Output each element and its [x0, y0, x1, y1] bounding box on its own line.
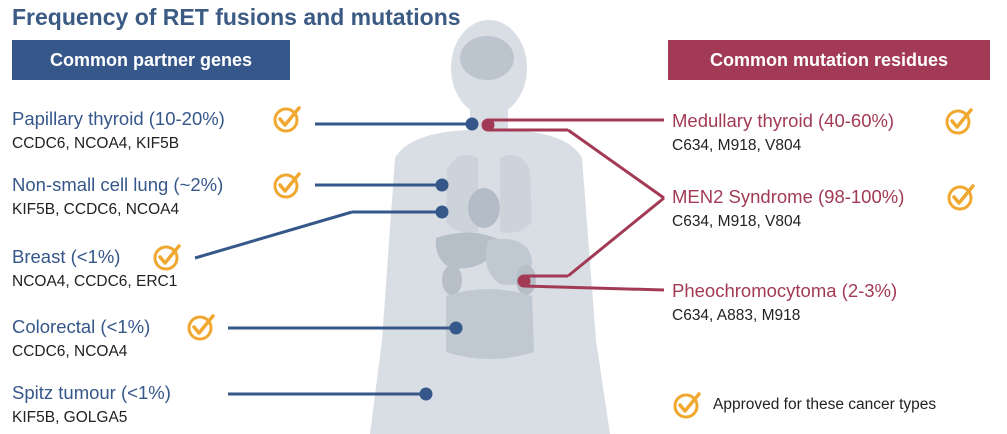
- cancer-name: Breast (<1%): [12, 246, 121, 267]
- fusion-item-nsclc: Non-small cell lung (~2%) KIF5B, CCDC6, …: [12, 174, 223, 219]
- brain-shape: [460, 36, 514, 80]
- partner-genes: KIF5B, CCDC6, NCOA4: [12, 201, 180, 218]
- approved-check-icon: [273, 172, 301, 199]
- approved-check-icon: [187, 314, 215, 341]
- legend-check-icon: [673, 392, 701, 419]
- right-header-box: Common mutation residues: [668, 40, 990, 80]
- fusion-item-papillary-thyroid: Papillary thyroid (10-20%) CCDC6, NCOA4,…: [12, 108, 225, 153]
- mutation-connectors: [481, 118, 665, 292]
- lungs-shape: [446, 154, 532, 233]
- mutation-item-men2-syndrome: MEN2 Syndrome (98-100%) C634, M918, V804: [672, 186, 904, 231]
- fusion-item-breast: Breast (<1%) NCOA4, CCDC6, ERC1: [12, 246, 177, 291]
- partner-genes: CCDC6, NCOA4: [12, 343, 128, 360]
- partner-genes: CCDC6, NCOA4, KIF5B: [12, 135, 180, 152]
- mutation-item-medullary-thyroid: Medullary thyroid (40-60%) C634, M918, V…: [672, 110, 894, 155]
- approved-check-icon: [945, 108, 973, 135]
- partner-genes: NCOA4, CCDC6, ERC1: [12, 273, 178, 290]
- heart-shape: [468, 188, 500, 228]
- left-header-label: Common partner genes: [49, 49, 253, 70]
- cancer-name: Papillary thyroid (10-20%): [12, 108, 225, 129]
- fusion-item-spitz-tumour: Spitz tumour (<1%) KIF5B, GOLGA5: [12, 382, 171, 427]
- body-silhouette: [370, 20, 610, 434]
- cancer-name: Medullary thyroid (40-60%): [672, 110, 895, 131]
- right-header-label: Common mutation residues: [709, 49, 949, 70]
- mutation-residues: C634, A883, M918: [672, 307, 801, 324]
- cancer-name: Pheochromocytoma (2-3%): [672, 280, 898, 301]
- approved-check-icon: [153, 244, 181, 271]
- fusion-item-colorectal: Colorectal (<1%) CCDC6, NCOA4: [12, 316, 150, 361]
- partner-genes: KIF5B, GOLGA5: [12, 409, 128, 426]
- fusion-connectors: [194, 117, 479, 401]
- approved-check-icon: [947, 184, 975, 211]
- kidney-left-shape: [442, 265, 462, 295]
- mutation-residues: C634, M918, V804: [672, 137, 802, 154]
- mutation-residues: C634, M918, V804: [672, 213, 802, 230]
- left-header-box: Common partner genes: [12, 40, 290, 80]
- cancer-name: Non-small cell lung (~2%): [12, 174, 224, 195]
- cancer-name: MEN2 Syndrome (98-100%): [672, 186, 905, 207]
- organs: [435, 36, 536, 359]
- cancer-name: Colorectal (<1%): [12, 316, 151, 337]
- intestines-shape: [446, 289, 534, 359]
- approved-check-icon: [273, 106, 301, 133]
- mutation-item-pheochromocytoma: Pheochromocytoma (2-3%) C634, A883, M918: [672, 280, 897, 325]
- page-title: Frequency of RET fusions and mutations: [12, 4, 461, 30]
- cancer-name: Spitz tumour (<1%): [12, 382, 171, 403]
- liver-shape: [435, 232, 500, 269]
- legend-label: Approved for these cancer types: [713, 396, 937, 413]
